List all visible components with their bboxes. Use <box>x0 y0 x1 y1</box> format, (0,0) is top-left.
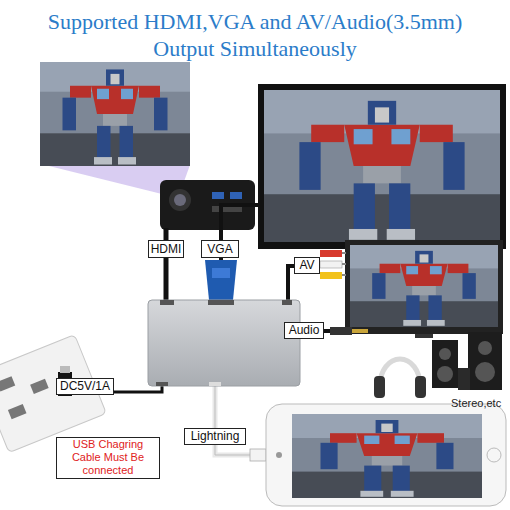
projected-image <box>40 62 190 198</box>
smartphone <box>292 414 482 498</box>
av-cable <box>320 272 342 279</box>
speakers <box>432 332 502 390</box>
power-strip <box>0 376 15 391</box>
television <box>258 84 506 258</box>
vga-cable <box>205 260 237 300</box>
television <box>264 90 500 242</box>
hub-adapter <box>156 382 168 386</box>
speakers <box>439 348 451 360</box>
label-box: USB Chagring Cable Must Be connected <box>56 437 160 479</box>
label-box: Lightning <box>184 428 246 445</box>
projector <box>230 192 242 199</box>
av-cable <box>288 250 346 302</box>
lightning-cable <box>250 449 266 461</box>
label-text: Audio <box>289 323 320 337</box>
label-box: AV <box>294 257 320 274</box>
projector <box>174 194 186 206</box>
hub-adapter <box>148 300 300 386</box>
speakers <box>458 368 470 390</box>
hub-adapter <box>148 300 300 386</box>
label-text: DC5V/1A <box>60 379 110 393</box>
label-box: Audio <box>284 322 324 339</box>
headphones <box>380 359 420 385</box>
smartphone <box>276 452 282 458</box>
audio-cable <box>352 329 368 333</box>
speakers <box>437 366 453 382</box>
av-cable <box>320 261 342 268</box>
projector <box>212 192 224 199</box>
vga-cable <box>212 268 230 278</box>
power-strip <box>8 404 27 419</box>
label-box: VGA <box>201 240 239 258</box>
headphones <box>374 359 426 398</box>
label-box: DC5V/1A <box>56 378 114 395</box>
projector <box>169 189 191 211</box>
smartphone <box>266 404 506 506</box>
speakers <box>468 332 502 390</box>
label-text: Lightning <box>191 429 240 443</box>
lightning-cable <box>215 386 266 461</box>
small-television <box>345 240 503 338</box>
title: Supported HDMI,VGA and AV/Audio(3.5mm) O… <box>30 8 480 62</box>
hub-adapter <box>209 382 221 386</box>
power-strip <box>60 366 70 373</box>
label-text: VGA <box>207 242 232 256</box>
av-cable <box>342 253 346 275</box>
hub-adapter <box>160 300 174 305</box>
headphones <box>415 376 426 398</box>
headphones <box>374 376 385 398</box>
label-text: HDMI <box>151 242 182 256</box>
av-cable <box>320 250 342 257</box>
hub-adapter <box>282 300 292 305</box>
power-strip <box>30 379 49 394</box>
hub-adapter <box>208 300 234 305</box>
speakers <box>432 340 458 388</box>
audio-cable <box>330 327 352 335</box>
television <box>258 84 506 249</box>
device-caption: Stereo,etc <box>451 397 501 409</box>
label-text: AV <box>299 258 314 272</box>
small-television <box>415 334 433 338</box>
smartphone <box>266 404 506 506</box>
label-box: HDMI <box>148 240 184 258</box>
speakers <box>478 341 492 355</box>
smartphone <box>487 448 501 462</box>
speakers <box>475 362 495 382</box>
projected-image <box>40 62 190 166</box>
vga-cable <box>205 205 258 300</box>
label-text: USB Chagring Cable Must Be connected <box>57 438 159 478</box>
small-television <box>345 240 503 334</box>
small-television <box>350 245 498 327</box>
